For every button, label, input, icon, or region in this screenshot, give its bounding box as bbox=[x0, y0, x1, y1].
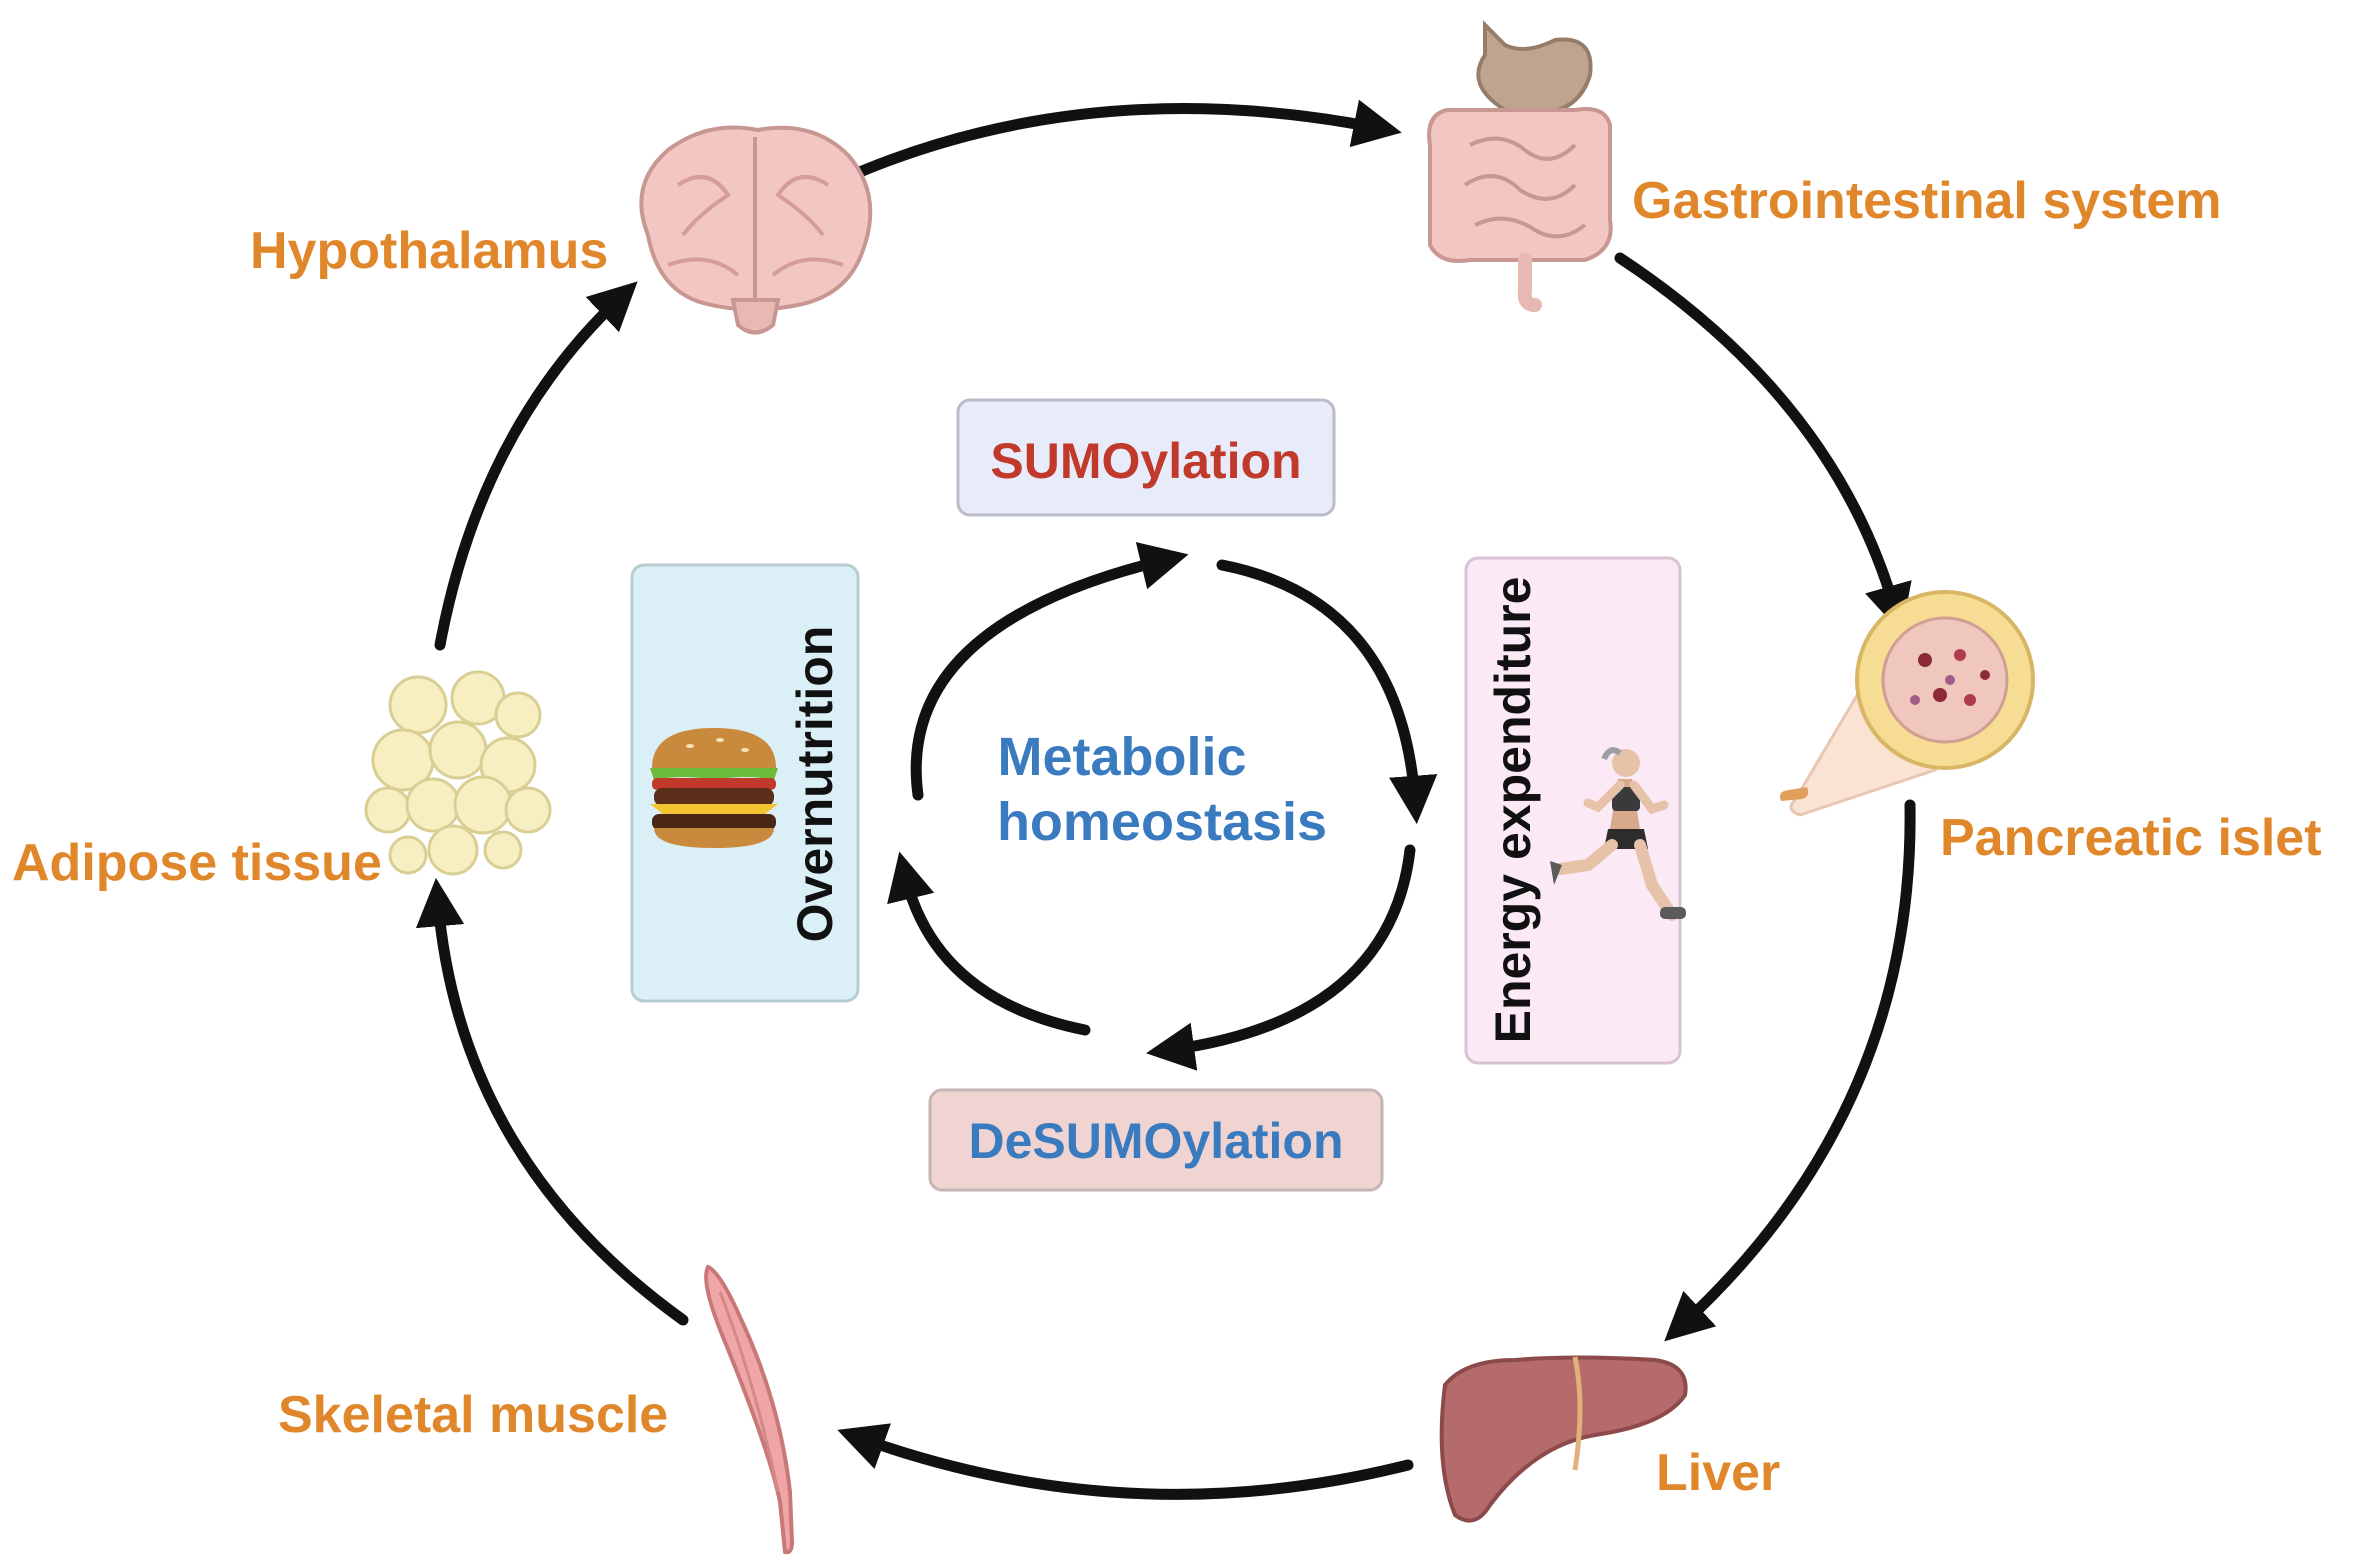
brain-icon bbox=[639, 125, 873, 335]
energy-expenditure-label: Energy expenditure bbox=[1485, 577, 1541, 1044]
center-title-line2: homeostasis bbox=[997, 792, 1327, 852]
arrow-liver-to-muscle bbox=[837, 1423, 1414, 1500]
pancreatic-islet-icon bbox=[1780, 590, 2035, 817]
inner-arrow-to-sumoylation bbox=[910, 542, 1189, 801]
runner-icon bbox=[1550, 747, 1686, 921]
adipocytes-icon bbox=[364, 670, 552, 876]
adipose-tissue-label: Adipose tissue bbox=[12, 834, 382, 892]
arrow-adipose-to-hypothalamus bbox=[434, 281, 638, 651]
skeletal-muscle-label: Skeletal muscle bbox=[278, 1386, 668, 1444]
arrow-pancreas-to-liver bbox=[1664, 799, 1916, 1342]
arrow-muscle-to-adipose bbox=[415, 877, 689, 1326]
hypothalamus-label: Hypothalamus bbox=[250, 222, 608, 280]
desumoylation-box: DeSUMOylation bbox=[928, 1088, 1384, 1192]
inner-cycle-arrows bbox=[887, 542, 1438, 1071]
arrow-gi-to-pancreas bbox=[1614, 252, 1912, 634]
liver-icon bbox=[1439, 1355, 1688, 1523]
outer-cycle-arrows bbox=[415, 99, 1916, 1500]
arrow-hypothalamus-to-gi bbox=[824, 99, 1402, 191]
digestive-system-icon bbox=[1427, 20, 1613, 312]
pancreatic-islet-label: Pancreatic islet bbox=[1940, 809, 2322, 867]
inner-arrow-to-energy bbox=[1216, 559, 1438, 825]
center-title-line1: Metabolic bbox=[997, 727, 1246, 787]
energy-expenditure-box: Energy expenditure bbox=[1464, 556, 1686, 1065]
overnutrition-box: Overnutrition bbox=[630, 563, 860, 1003]
burger-icon bbox=[650, 728, 778, 848]
gastrointestinal-label: Gastrointestinal system bbox=[1632, 172, 2222, 230]
inner-arrow-to-desumoylation bbox=[1146, 844, 1416, 1071]
desumoylation-label: DeSUMOylation bbox=[968, 1113, 1343, 1169]
overnutrition-label: Overnutrition bbox=[787, 626, 843, 943]
skeletal-muscle-icon bbox=[704, 1264, 795, 1555]
liver-label: Liver bbox=[1656, 1444, 1780, 1502]
sumoylation-box: SUMOylation bbox=[956, 398, 1336, 517]
inner-arrow-to-overnutrition bbox=[887, 851, 1091, 1036]
sumoylation-label: SUMOylation bbox=[990, 433, 1301, 489]
